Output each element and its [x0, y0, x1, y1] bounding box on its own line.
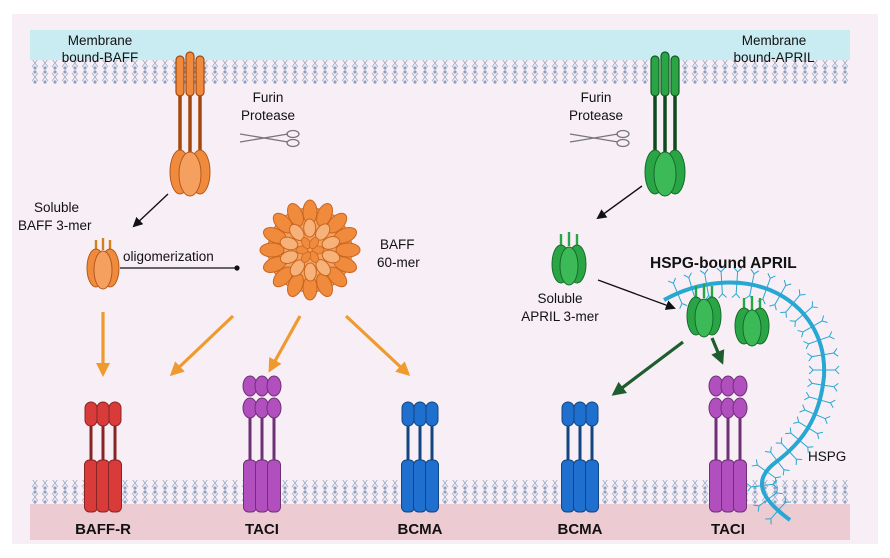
receptor-bcma-right: BCMA: [558, 401, 603, 538]
arrow-60mer-to-taci: [268, 315, 302, 373]
furin-protease-label: Furin: [581, 90, 612, 105]
soluble-april-label: Soluble: [537, 291, 582, 306]
furin-protease-label: Furin: [253, 90, 284, 105]
hspg-bound-april-label: HSPG-bound APRIL: [650, 255, 797, 272]
oligomerization-label: oligomerization: [123, 249, 214, 264]
scissors-icon: [569, 129, 630, 148]
oligomerization-connector: [120, 265, 240, 271]
membrane-baff-label: bound-BAFF: [62, 50, 139, 65]
membrane-baff-label: Membrane: [68, 33, 133, 48]
soluble-baff-label: Soluble: [34, 200, 79, 215]
receptor-label: BCMA: [398, 521, 443, 538]
hspg-chain: [663, 267, 840, 525]
receptor-label: BAFF-R: [75, 521, 131, 538]
diagram-panel: [12, 14, 878, 544]
soluble-april-trimer: [551, 232, 587, 286]
soluble-baff-trimer: [86, 238, 120, 290]
membrane-april-label: bound-APRIL: [733, 50, 815, 65]
receptor-baff-r: BAFF-R: [75, 401, 131, 538]
membrane-april-label: Membrane: [742, 33, 807, 48]
hspg-bound-april-trimer: [686, 284, 722, 338]
arrow-april-to-bcma: [611, 340, 684, 396]
receptor-label: TACI: [711, 521, 745, 538]
receptor-label: BCMA: [558, 521, 603, 538]
receptor-taci-right: TACI: [708, 375, 748, 538]
baff-60mer-label: 60-mer: [377, 255, 420, 270]
membrane-bound-baff: [169, 51, 211, 197]
scissors-icon: [239, 129, 300, 148]
hspg-binding-arrow: [597, 279, 676, 310]
arrow-60mer-to-baff-r: [169, 314, 235, 377]
cleavage-arrow-baff: [132, 193, 169, 228]
top-membrane: [30, 30, 850, 84]
soluble-april-label: APRIL 3-mer: [521, 309, 599, 324]
arrow-60mer-to-bcma: [344, 314, 411, 377]
baff-60mer: [259, 199, 361, 301]
receptor-label: TACI: [245, 521, 279, 538]
receptor-taci-left: TACI: [242, 375, 282, 538]
membrane-bound-april: [644, 51, 686, 197]
baff-60mer-label: BAFF: [380, 237, 415, 252]
receptor-bcma-left: BCMA: [398, 401, 443, 538]
furin-protease-label: Protease: [569, 108, 623, 123]
soluble-baff-label: BAFF 3-mer: [18, 218, 92, 233]
cleavage-arrow-april: [596, 185, 643, 220]
arrow-april-to-taci: [710, 337, 725, 365]
furin-protease-label: Protease: [241, 108, 295, 123]
hspg-label: HSPG: [808, 449, 846, 464]
hspg-bound-april-trimer: [734, 296, 770, 347]
